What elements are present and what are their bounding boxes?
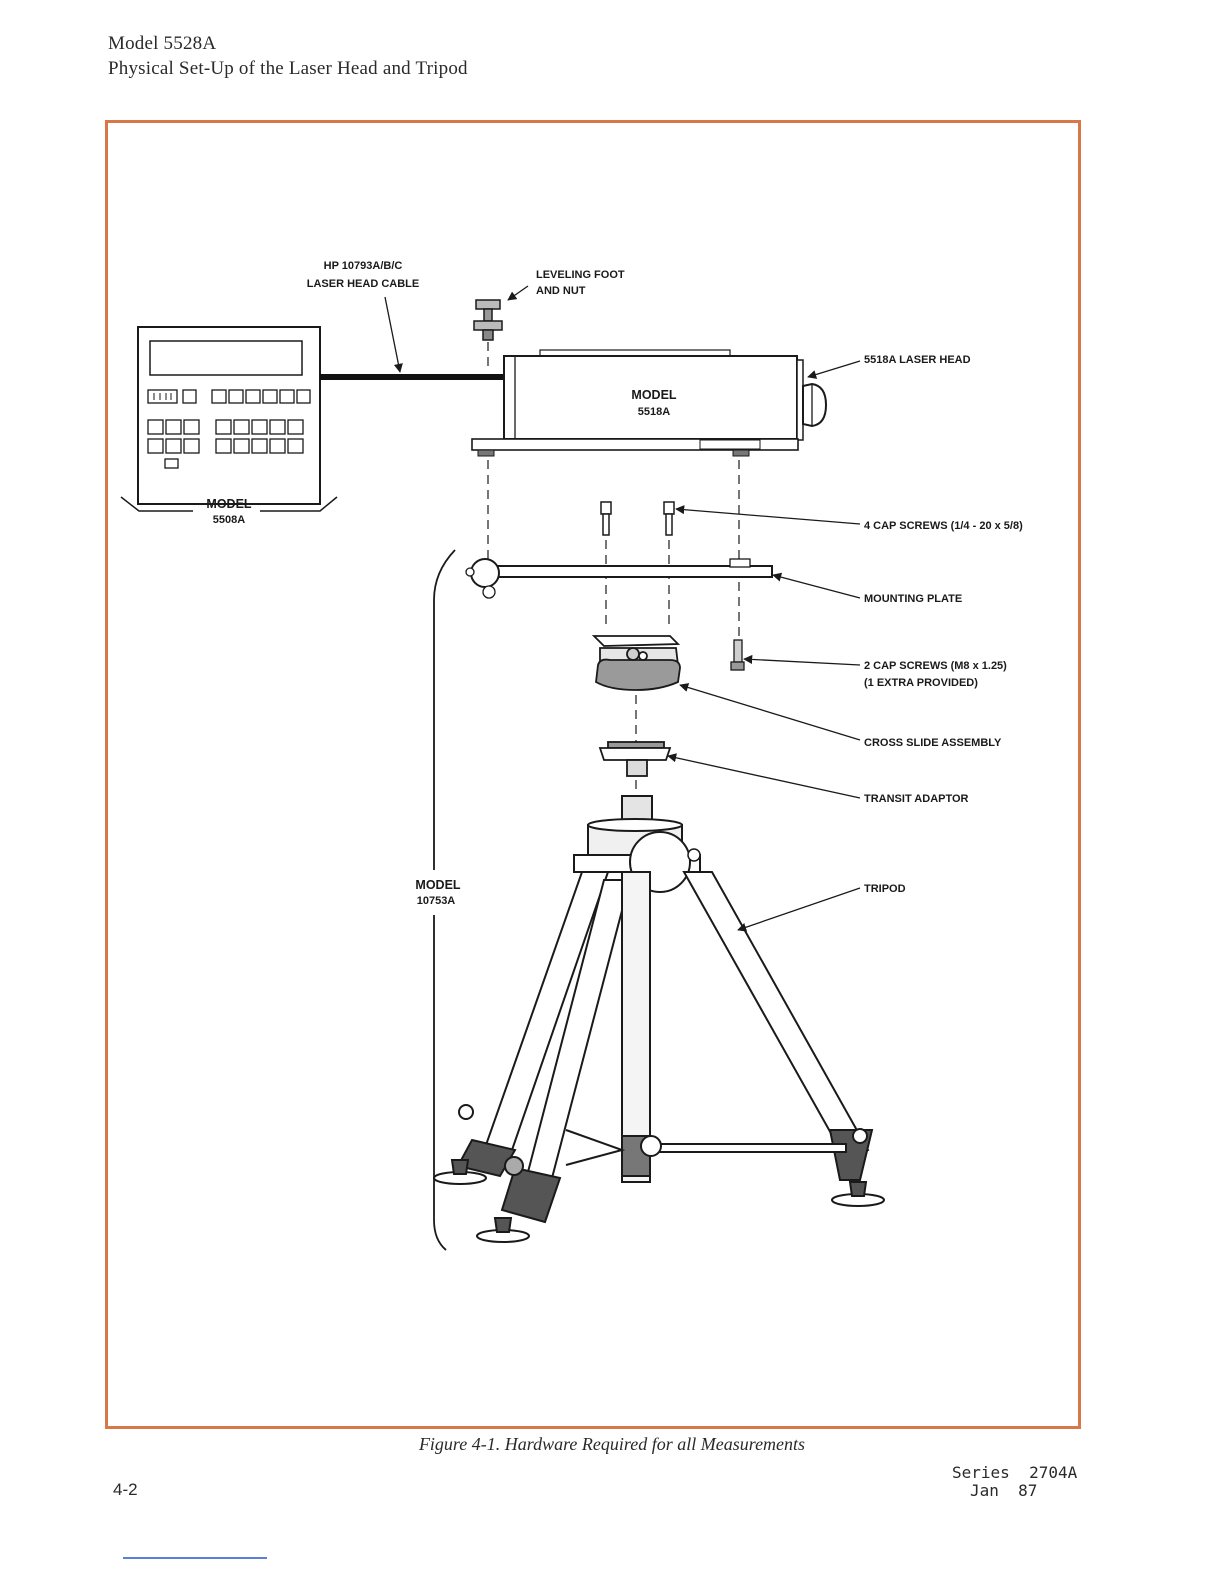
footer-rule xyxy=(123,1557,267,1559)
callout-leaders xyxy=(384,285,861,932)
laser-head-5518a xyxy=(471,349,828,457)
label-leveling-foot-line2: AND NUT xyxy=(536,285,586,297)
page-number: 4-2 xyxy=(113,1480,138,1499)
tripod-model-number: 10753A xyxy=(417,895,456,907)
label-cap-screws-two-line1: 2 CAP SCREWS (M8 x 1.25) xyxy=(864,660,1007,672)
header-title: Physical Set-Up of the Laser Head and Tr… xyxy=(108,58,468,79)
label-cable-line1: HP 10793A/B/C xyxy=(324,260,403,272)
figure-frame xyxy=(105,120,1081,1429)
label-cable-line2: LASER HEAD CABLE xyxy=(307,278,419,290)
display-5508a-unit xyxy=(137,326,321,505)
series-label: Series 2704A xyxy=(952,1463,1078,1482)
head-model-number: 5518A xyxy=(638,406,670,418)
cap-screws-four xyxy=(600,501,675,536)
label-leveling-foot-line1: LEVELING FOOT xyxy=(536,269,625,281)
display-bracket xyxy=(120,496,338,512)
mounting-plate xyxy=(465,558,773,599)
head-model-word: MODEL xyxy=(631,388,677,402)
display-model-word: MODEL xyxy=(206,497,252,511)
label-cross-slide: CROSS SLIDE ASSEMBLY xyxy=(864,737,1002,749)
header-model: Model 5528A xyxy=(108,33,217,54)
cross-slide-assembly xyxy=(591,635,681,691)
figure-caption: Figure 4-1. Hardware Required for all Me… xyxy=(418,1434,806,1454)
assembly-guide-lines xyxy=(487,342,740,800)
series-block: Series 2704A Jan 87 xyxy=(952,1464,1077,1500)
label-cap-screws-four: 4 CAP SCREWS (1/4 - 20 x 5/8) xyxy=(864,520,1023,532)
leveling-foot-and-nut xyxy=(473,299,503,341)
label-laser-head: 5518A LASER HEAD xyxy=(864,354,971,366)
display-model-number: 5508A xyxy=(213,514,245,526)
tripod-10753a xyxy=(433,795,885,1243)
tripod-model-word: MODEL xyxy=(415,878,461,892)
tripod-bracket xyxy=(433,549,456,1251)
cap-screws-two xyxy=(730,639,745,671)
date-label: Jan 87 xyxy=(970,1481,1038,1500)
label-mounting-plate: MOUNTING PLATE xyxy=(864,593,962,605)
label-transit-adaptor: TRANSIT ADAPTOR xyxy=(864,793,969,805)
label-cap-screws-two-line2: (1 EXTRA PROVIDED) xyxy=(864,677,978,689)
transit-adaptor xyxy=(598,741,672,777)
label-tripod: TRIPOD xyxy=(864,883,906,895)
